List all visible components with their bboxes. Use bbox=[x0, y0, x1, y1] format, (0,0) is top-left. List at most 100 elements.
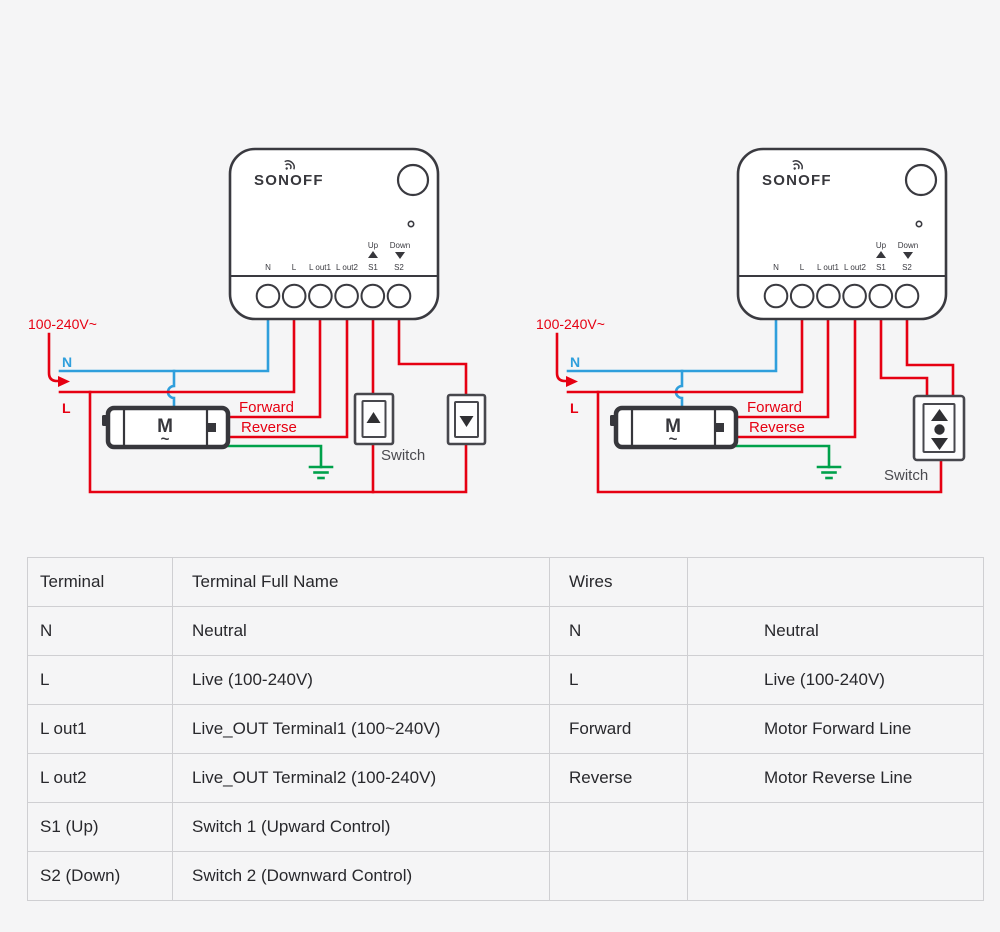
live-label: L bbox=[62, 400, 71, 416]
motor-body bbox=[105, 405, 231, 450]
terminal-label-l: L bbox=[292, 263, 297, 272]
up-terminal-label: Up bbox=[876, 241, 887, 250]
wiring-diagrams: 100-240V~ N L Forward Reverse M bbox=[28, 147, 966, 494]
up-terminal-label: Up bbox=[368, 241, 379, 250]
motor: M ~ bbox=[610, 405, 739, 450]
wire-s1 bbox=[879, 316, 929, 399]
motor-tilde: ~ bbox=[669, 431, 678, 448]
switch-label: Switch bbox=[381, 447, 425, 464]
up-arrow-icon bbox=[368, 251, 378, 258]
voltage-label: 100-240V~ bbox=[28, 316, 97, 332]
terminal-cell: L out2 bbox=[27, 753, 173, 803]
terminal-label-s1: S1 bbox=[876, 263, 886, 272]
terminal-label-n: N bbox=[773, 263, 779, 272]
live-label: L bbox=[570, 400, 579, 416]
brand-logo: SONOFF bbox=[254, 172, 324, 189]
switch-down-button bbox=[454, 401, 479, 438]
full-name-cell: Switch 2 (Downward Control) bbox=[172, 851, 550, 901]
pairing-button bbox=[904, 163, 938, 197]
down-arrow-icon bbox=[931, 438, 948, 450]
terminal-cell: S1 (Up) bbox=[27, 802, 173, 852]
wire-desc-cell bbox=[687, 851, 984, 901]
down-arrow-icon bbox=[395, 252, 405, 259]
motor: M ~ bbox=[102, 405, 231, 450]
motor-label: M bbox=[665, 416, 681, 437]
wire-s2 bbox=[905, 316, 955, 399]
ground-symbol-icon bbox=[308, 465, 334, 480]
table-row: L out1 Live_OUT Terminal1 (100~240V) For… bbox=[27, 704, 984, 754]
up-arrow-icon bbox=[931, 409, 948, 421]
table-header-row: Terminal Terminal Full Name Wires bbox=[27, 557, 984, 607]
terminal-label-s2: S2 bbox=[394, 263, 404, 272]
terminal-wire-table: Terminal Terminal Full Name Wires N Neut… bbox=[27, 557, 984, 901]
wire-desc-cell: Live (100-240V) bbox=[687, 655, 984, 705]
forward-label: Forward bbox=[747, 399, 802, 416]
terminal-cell: N bbox=[27, 606, 173, 656]
full-name-cell: Switch 1 (Upward Control) bbox=[172, 802, 550, 852]
wire-cell: Forward bbox=[549, 704, 688, 754]
terminal-cell: L out1 bbox=[27, 704, 173, 754]
motor-right-tab bbox=[715, 423, 724, 432]
wire-s2 bbox=[397, 316, 468, 397]
motor-body bbox=[613, 405, 739, 450]
table-row: L Live (100-240V) L Live (100-240V) bbox=[27, 655, 984, 705]
terminal-label-s1: S1 bbox=[368, 263, 378, 272]
full-name-cell: Neutral bbox=[172, 606, 550, 656]
wire-reverse bbox=[226, 316, 349, 439]
switch-up bbox=[353, 392, 395, 446]
table-row: S1 (Up) Switch 1 (Upward Control) bbox=[27, 802, 984, 852]
motor-tilde: ~ bbox=[161, 431, 170, 448]
terminal-label-s2: S2 bbox=[902, 263, 912, 272]
wire-live-switch-return bbox=[596, 390, 943, 494]
down-arrow-icon bbox=[459, 416, 474, 427]
wifi-icon bbox=[284, 160, 295, 170]
ground-symbol-icon bbox=[816, 465, 842, 480]
header-wires-desc bbox=[687, 557, 984, 607]
left-diagram: 100-240V~ N L Forward Reverse M bbox=[28, 147, 487, 494]
down-terminal-label: Down bbox=[390, 241, 410, 250]
led-indicator bbox=[407, 220, 415, 228]
terminal-cell: L bbox=[27, 655, 173, 705]
wire-cell bbox=[549, 802, 688, 852]
right-diagram: 100-240V~ N L Forward Reverse M ~ bbox=[536, 147, 966, 494]
wire-cell: L bbox=[549, 655, 688, 705]
terminal-label-lout2: L out2 bbox=[336, 263, 358, 272]
terminal-cell: S2 (Down) bbox=[27, 851, 173, 901]
wire-desc-cell: Motor Forward Line bbox=[687, 704, 984, 754]
full-name-cell: Live_OUT Terminal2 (100-240V) bbox=[172, 753, 550, 803]
led-indicator bbox=[915, 220, 923, 228]
reverse-label: Reverse bbox=[241, 419, 297, 436]
terminal-circles bbox=[763, 283, 920, 309]
down-arrow-icon bbox=[903, 252, 913, 259]
neutral-label: N bbox=[570, 354, 580, 370]
terminal-label-lout1: L out1 bbox=[309, 263, 331, 272]
power-input-arrow bbox=[555, 332, 568, 383]
header-full-name: Terminal Full Name bbox=[172, 557, 550, 607]
reverse-label: Reverse bbox=[749, 419, 805, 436]
wire-forward bbox=[734, 316, 830, 419]
wire-cell bbox=[549, 851, 688, 901]
wire-neutral-motor-branch bbox=[166, 369, 176, 410]
terminal-label-n: N bbox=[265, 263, 271, 272]
voltage-label: 100-240V~ bbox=[536, 316, 605, 332]
terminal-label-lout1: L out1 bbox=[817, 263, 839, 272]
motor-right-tab bbox=[207, 423, 216, 432]
wire-ground bbox=[732, 444, 831, 469]
terminal-label-lout2: L out2 bbox=[844, 263, 866, 272]
full-name-cell: Live_OUT Terminal1 (100~240V) bbox=[172, 704, 550, 754]
wire-desc-cell: Motor Reverse Line bbox=[687, 753, 984, 803]
switch-up-button bbox=[361, 400, 387, 438]
up-arrow-icon bbox=[876, 251, 886, 258]
switch-rocker-button bbox=[922, 403, 956, 453]
table-row: L out2 Live_OUT Terminal2 (100-240V) Rev… bbox=[27, 753, 984, 803]
wire-cell: N bbox=[549, 606, 688, 656]
down-terminal-label: Down bbox=[898, 241, 918, 250]
wire-live bbox=[566, 316, 804, 394]
wire-live bbox=[58, 316, 296, 394]
terminal-label-l: L bbox=[800, 263, 805, 272]
terminal-circles bbox=[255, 283, 412, 309]
brand-logo: SONOFF bbox=[762, 172, 832, 189]
header-terminal: Terminal bbox=[27, 557, 173, 607]
neutral-label: N bbox=[62, 354, 72, 370]
